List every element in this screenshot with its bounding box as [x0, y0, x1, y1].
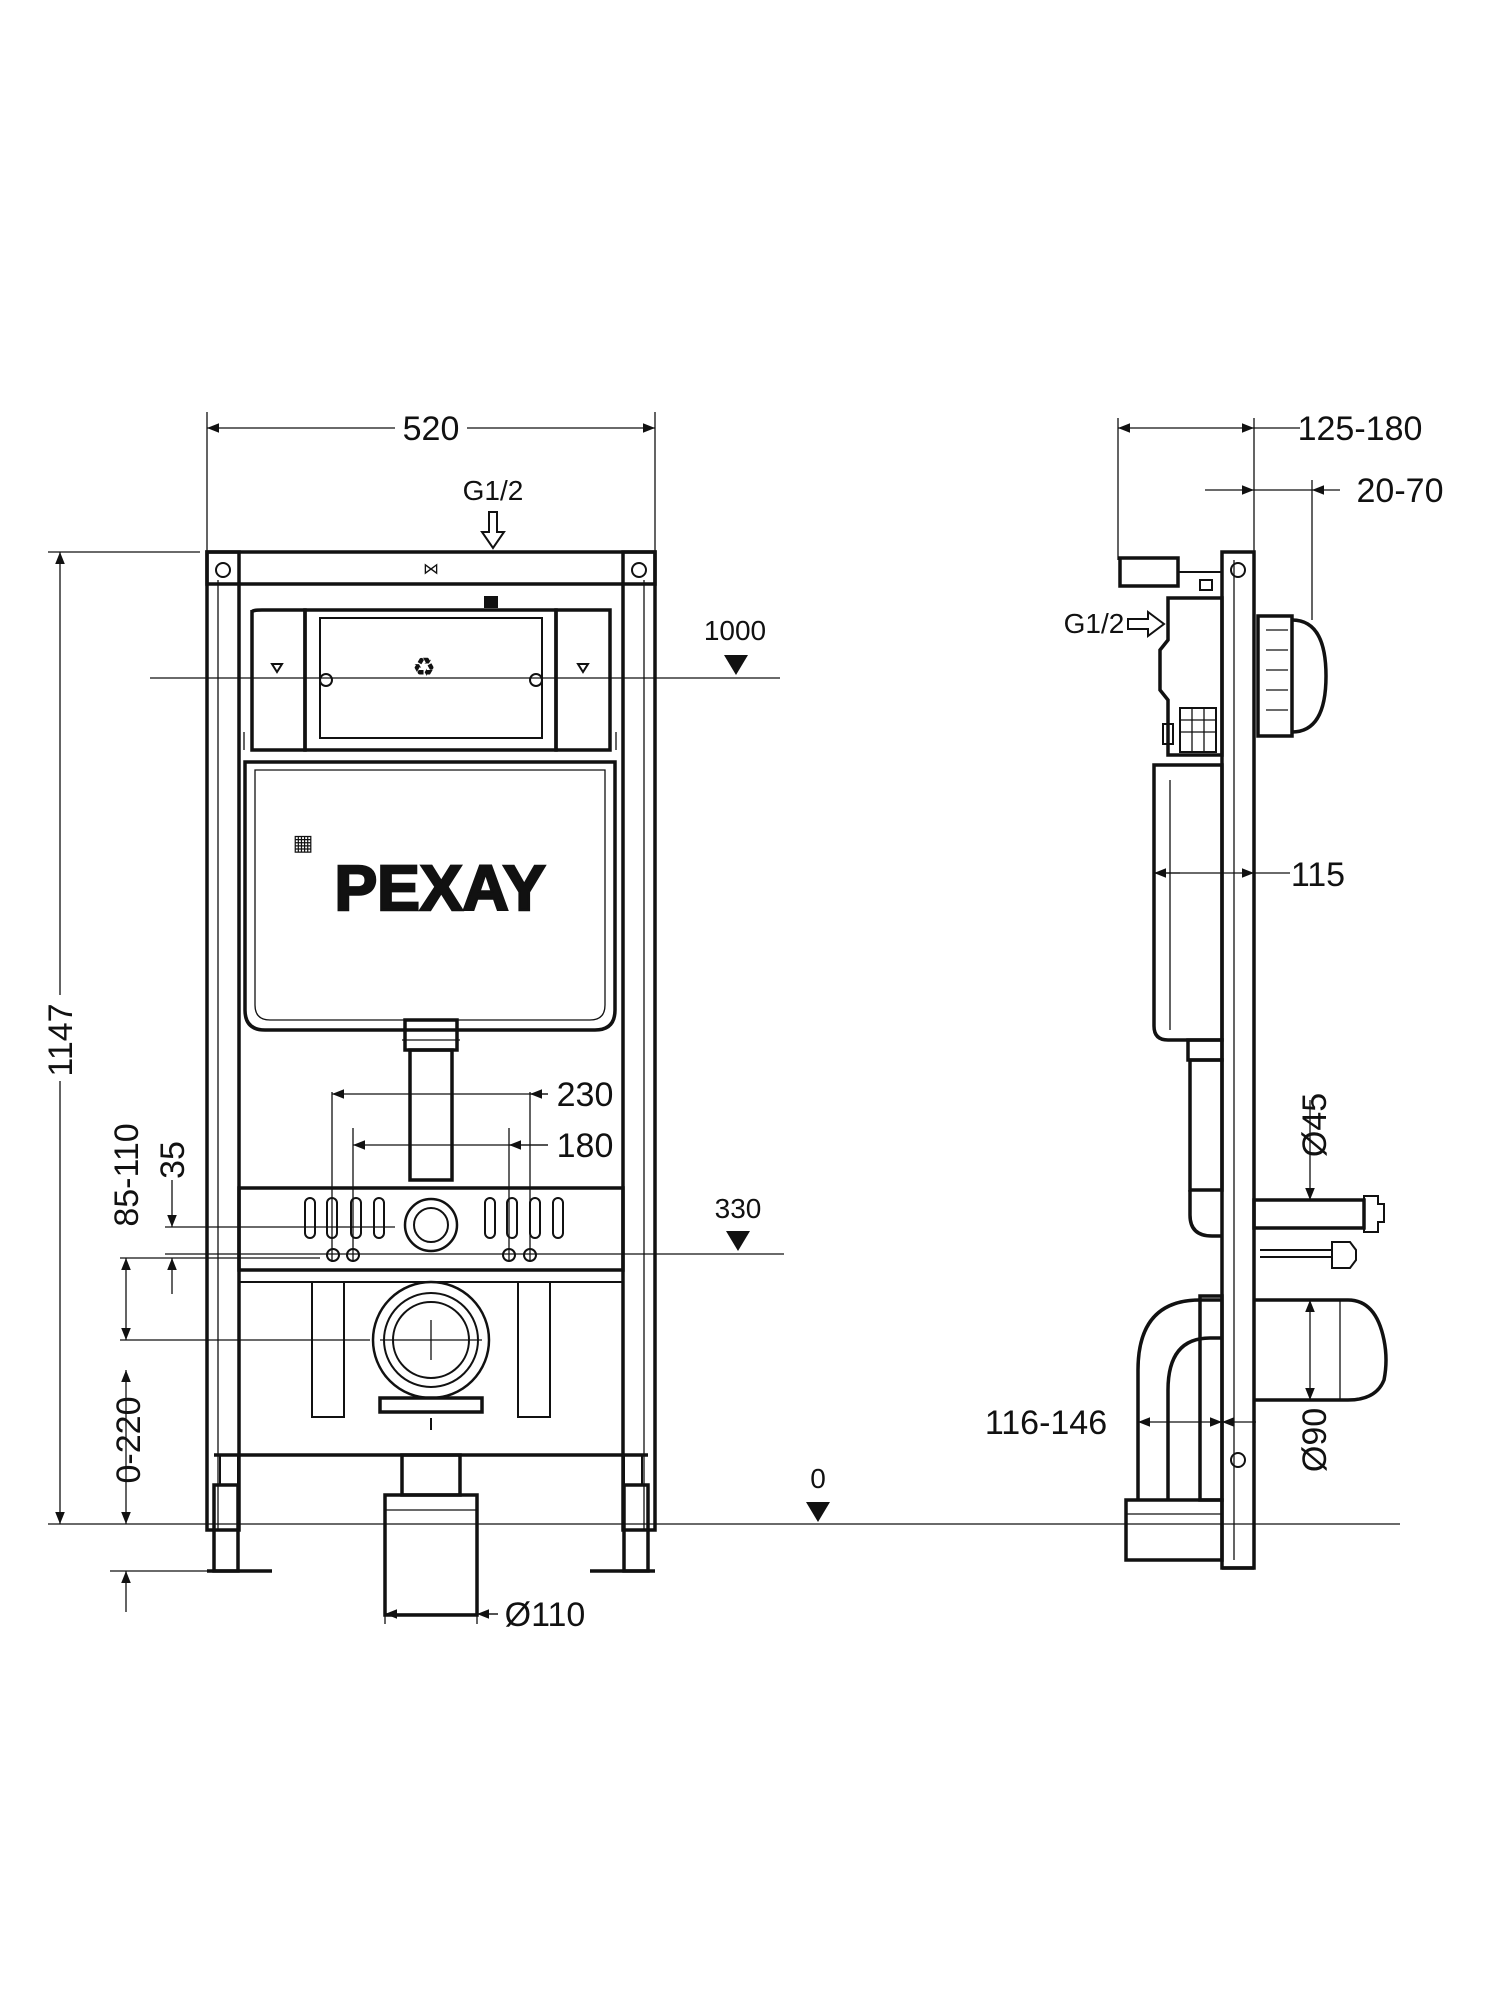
height-dimension: 1147: [42, 551, 200, 1525]
depth-range-dim: 125-180: [1117, 410, 1423, 560]
pixel-logo-icon: ▦: [293, 830, 314, 855]
level-triangle-icon: [724, 655, 748, 675]
valve-icon: ⋈: [423, 561, 439, 578]
side-outlet: Ø90: [1124, 1294, 1388, 1562]
bowl-offset-label: 116-146: [985, 1404, 1107, 1442]
side-tank-body: 115: [1152, 763, 1345, 1042]
side-tank-head: [1158, 596, 1224, 757]
side-view: 125-180 20-70: [985, 410, 1443, 1570]
level-1000: 1000: [150, 615, 780, 679]
level-0-label: 0: [810, 1463, 826, 1494]
level-330: 330: [165, 1193, 784, 1255]
front-inlet-label: G1/2: [463, 475, 524, 506]
tank-depth-label: 115: [1291, 856, 1345, 894]
side-actuator: [1118, 556, 1328, 738]
bowl-offset-dim: 116-146: [985, 1404, 1256, 1442]
side-frame: [1220, 550, 1256, 1570]
level-mark-icon: [576, 663, 590, 674]
height-label: 1147: [42, 1003, 80, 1076]
side-inlet: G1/2: [1064, 608, 1166, 639]
outlet-diameter-label: Ø90: [1296, 1408, 1334, 1472]
side-inlet-label: G1/2: [1064, 608, 1125, 639]
inlet-arrow-icon: [480, 511, 506, 550]
front-view: 520 G1/2 1147 ⋈: [42, 408, 1400, 1634]
level-1000-label: 1000: [704, 615, 766, 646]
drain-diameter-dim: Ø110: [384, 1596, 586, 1634]
flush-pipe-diameter-label: Ø45: [1296, 1093, 1334, 1157]
side-dims-left: 35 85-110: [108, 1123, 395, 1341]
level-triangle-icon: [726, 1231, 750, 1251]
side-dim-35-label: 35: [154, 1141, 192, 1179]
tank-body: ▦ PEXAY: [243, 760, 617, 1032]
stud-outer-label: 230: [557, 1076, 614, 1114]
inlet-arrow-icon: [1127, 610, 1166, 638]
depth-range-label: 125-180: [1298, 410, 1423, 448]
side-flush-pipe: Ø45: [1186, 1038, 1385, 1269]
drain-section: [238, 1269, 624, 1617]
leg-adjust-dim: 0-220: [110, 1370, 214, 1612]
stud-inner-label: 180: [557, 1127, 614, 1165]
level-330-label: 330: [715, 1193, 762, 1224]
width-dimension: 520: [206, 408, 656, 556]
level-triangle-icon: [806, 1502, 830, 1522]
front-inlet: G1/2: [463, 475, 524, 550]
button-offset-label: 20-70: [1357, 472, 1444, 510]
button-offset-dim: 20-70: [1205, 472, 1443, 620]
drain-diameter-label: Ø110: [505, 1596, 586, 1634]
flush-pipe: [402, 1018, 460, 1182]
side-dim-85-110-label: 85-110: [108, 1123, 146, 1226]
frame: ⋈: [205, 550, 657, 1573]
recycle-icon: ♻: [412, 652, 435, 682]
width-label: 520: [403, 410, 460, 448]
brand-logo: PEXAY: [334, 852, 545, 924]
level-0: 0: [200, 1463, 1400, 1525]
leg-adjust-label: 0-220: [110, 1397, 148, 1484]
level-mark-icon: [270, 663, 284, 674]
tank-head: ♻: [243, 596, 617, 752]
